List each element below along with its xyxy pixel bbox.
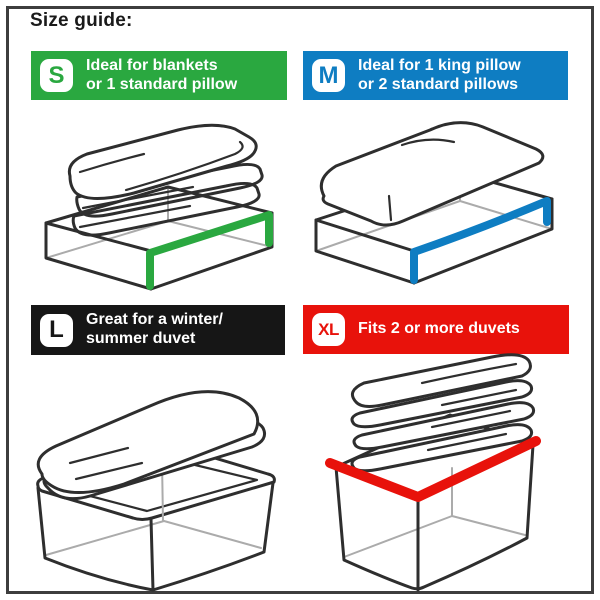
size-caption-l-line1: Great for a winter/	[86, 311, 223, 329]
size-banner-xl: XL Fits 2 or more duvets	[303, 305, 569, 354]
duvet-upper-layer	[36, 390, 260, 495]
illustration-folded-duvet-above-open-storage-box	[36, 390, 276, 592]
illustration-stacked-duvets-on-storage-box	[325, 353, 541, 592]
white-blanket-fold	[124, 140, 244, 192]
size-badge-xl-letter: XL	[318, 320, 339, 339]
size-badge-l-letter: L	[49, 316, 64, 343]
size-caption-xl-line1: Fits 2 or more duvets	[358, 320, 520, 338]
bag-right-face	[412, 197, 554, 285]
red-edge-highlight	[325, 436, 541, 502]
tan-blanket-upper	[75, 162, 264, 218]
size-caption-xl: Fits 2 or more duvets	[358, 320, 520, 339]
king-pillow	[319, 121, 545, 227]
blanket-stack	[67, 123, 264, 237]
size-caption-s: Ideal for blankets or 1 standard pillow	[86, 57, 237, 95]
illustration-folded-blankets-on-flat-storage-bag	[44, 123, 274, 291]
pillow-crease	[400, 138, 456, 147]
folded-duvet	[36, 390, 267, 501]
size-caption-m-line2: or 2 standard pillows	[358, 75, 519, 93]
duvet-slab-2	[350, 379, 534, 429]
duvet-slab-2-fold	[440, 388, 518, 407]
size-banner-l: L Great for a winter/ summer duvet	[31, 305, 285, 355]
box-walls	[334, 443, 535, 592]
size-caption-s-line1: Ideal for blankets	[86, 56, 218, 74]
pillow-outline	[319, 121, 545, 227]
size-caption-m-line1: Ideal for 1 king pillow	[358, 56, 521, 74]
bag-left-face	[314, 218, 416, 285]
size-caption-l: Great for a winter/ summer duvet	[86, 311, 223, 349]
size-caption-s-line2: or 1 standard pillow	[86, 75, 238, 93]
duvet-slab-top	[350, 353, 532, 408]
duvet-stack	[350, 353, 536, 473]
tan-blanket-upper-fold	[81, 185, 195, 210]
size-badge-m: M	[312, 59, 345, 92]
duvet-slab-3-fold	[430, 409, 512, 429]
size-caption-l-line2: summer duvet	[86, 330, 196, 347]
tan-blanket-lower-fold	[78, 204, 192, 229]
duvet-slab-top-fold	[420, 362, 518, 385]
size-banner-m: M Ideal for 1 king pillow or 2 standard …	[303, 51, 568, 100]
illustration-king-pillow-on-flat-storage-bag	[314, 121, 554, 285]
duvet-fold-lines	[68, 446, 144, 481]
size-badge-m-letter: M	[318, 61, 339, 89]
size-badge-s: S	[40, 59, 73, 92]
box-walls	[36, 481, 275, 592]
size-badge-s-letter: S	[48, 61, 65, 89]
white-blanket	[67, 123, 258, 200]
page-title: Size guide:	[30, 10, 133, 31]
pillow-corner-seam	[387, 194, 393, 222]
duvet-slab-4-fold	[426, 432, 508, 452]
bag-left-face	[44, 221, 153, 291]
size-badge-l: L	[40, 313, 73, 347]
size-badge-xl: XL	[312, 313, 345, 346]
blue-edge-highlight	[410, 197, 551, 284]
white-blanket-crease	[78, 152, 146, 174]
duvet-slab-3	[352, 401, 536, 451]
size-caption-m: Ideal for 1 king pillow or 2 standard pi…	[358, 57, 521, 95]
green-edge-highlight	[146, 211, 273, 290]
flat-storage-bag	[44, 185, 274, 291]
border-frame	[6, 6, 594, 594]
size-banner-s: S Ideal for blankets or 1 standard pillo…	[31, 51, 287, 100]
